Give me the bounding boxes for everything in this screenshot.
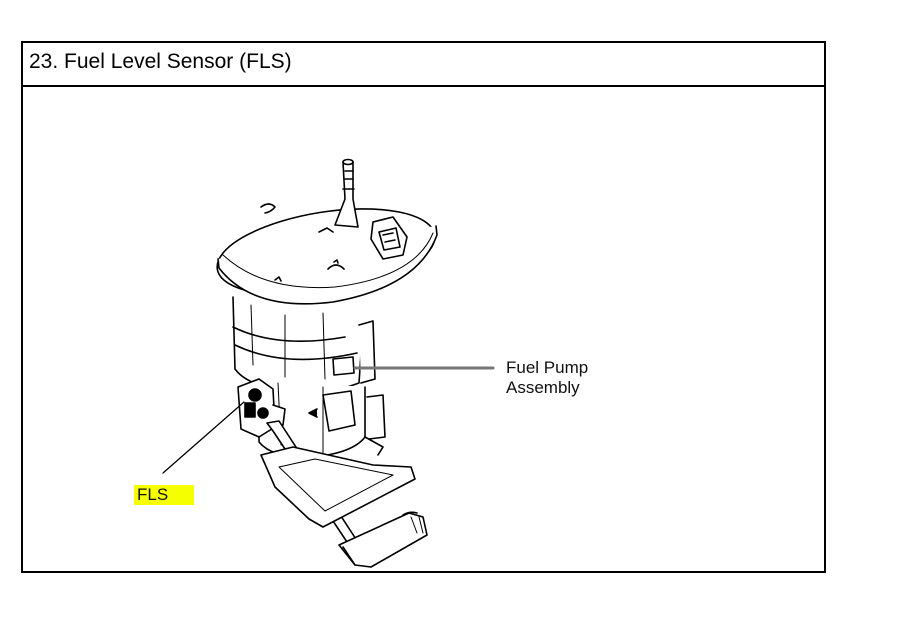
connector xyxy=(370,216,408,260)
fuel-pump-label-line1: Fuel Pump xyxy=(506,358,589,377)
fls-leader xyxy=(162,401,245,474)
plate-markings xyxy=(260,203,345,282)
float xyxy=(338,511,428,568)
outlet-pipe xyxy=(334,158,359,228)
title-bar: 23. Fuel Level Sensor (FLS) xyxy=(23,43,824,87)
diagram-area: Fuel Pump Assembly FLS xyxy=(23,87,824,571)
figure-frame: 23. Fuel Level Sensor (FLS) xyxy=(21,41,826,573)
fuel-pump-illustration xyxy=(162,158,495,568)
figure-title: 23. Fuel Level Sensor (FLS) xyxy=(29,50,292,73)
pump-body xyxy=(232,296,376,393)
filter-sock xyxy=(260,446,416,528)
fls-label: FLS xyxy=(134,485,195,505)
flange-plate xyxy=(216,208,438,305)
fuel-pump-label-line2: Assembly xyxy=(506,378,580,397)
fuel-pump-assembly-label: Fuel Pump Assembly xyxy=(506,358,588,398)
